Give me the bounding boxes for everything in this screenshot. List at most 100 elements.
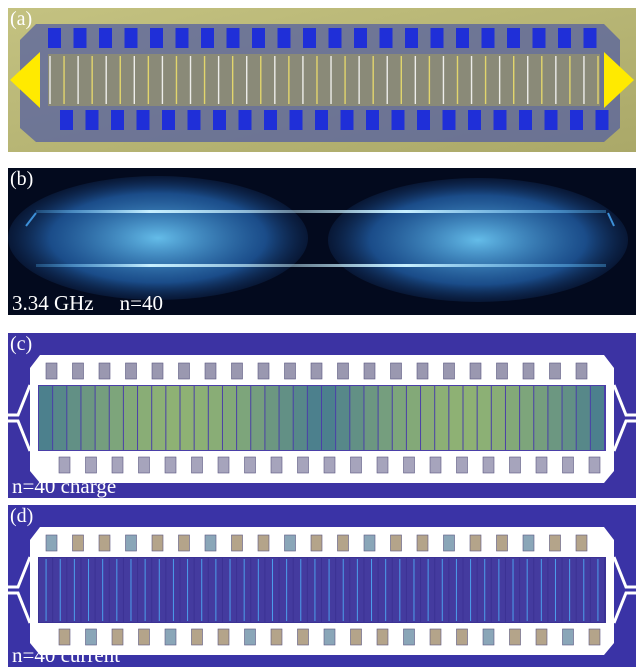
bottom-pad [289, 110, 303, 130]
bottom-pad [509, 628, 521, 646]
top-pad [390, 534, 402, 552]
bottom-pad [244, 628, 256, 646]
bottom-pad [297, 456, 309, 474]
bottom-pad [58, 456, 71, 474]
top-pad [522, 534, 535, 552]
top-pad [178, 534, 190, 552]
top-pad [496, 362, 508, 380]
current-caption: n=40 current [12, 643, 121, 667]
bottom-pad [217, 628, 230, 646]
bottom-pad [213, 110, 226, 130]
bottom-pad [535, 628, 548, 646]
top-pad [469, 534, 482, 552]
bottom-pad [85, 628, 97, 646]
finger-cell [39, 386, 53, 450]
finger-cell [576, 386, 590, 450]
top-pad [98, 534, 111, 552]
bottom-pad [456, 456, 468, 474]
top-pad [284, 534, 296, 552]
finger-cell [81, 558, 95, 622]
finger-cell [534, 386, 548, 450]
finger-cell [293, 386, 307, 450]
top-pad [98, 362, 111, 380]
finger-cell [307, 386, 321, 450]
bottom-pad [270, 628, 283, 646]
bottom-pad [191, 456, 203, 474]
top-pad [390, 362, 402, 380]
bottom-pad [217, 456, 230, 474]
top-pad [575, 534, 588, 552]
bottom-pad [323, 456, 336, 474]
top-pad [45, 534, 58, 552]
top-pad [99, 28, 112, 48]
finger-cell [152, 386, 166, 450]
top-pad [277, 28, 291, 48]
bottom-pad [509, 456, 521, 474]
left-taper-marker [10, 52, 40, 108]
finger-cell [406, 386, 421, 450]
top-pad [175, 28, 189, 48]
bottom-pad [85, 110, 99, 130]
top-pad [469, 362, 482, 380]
finger-cell [477, 558, 491, 622]
finger-cell [109, 386, 123, 450]
top-pad [496, 534, 508, 552]
top-pad [522, 362, 535, 380]
bottom-pad [403, 456, 415, 474]
finger-cell [322, 386, 336, 450]
top-pad [337, 534, 349, 552]
top-pad [443, 534, 455, 552]
finger-cell [562, 386, 576, 450]
finger-cell [123, 386, 138, 450]
bottom-pad [238, 110, 252, 130]
top-pad [204, 362, 217, 380]
top-pad [257, 362, 270, 380]
bottom-pad [562, 628, 574, 646]
bottom-pad [58, 628, 71, 646]
bottom-pad [468, 110, 481, 130]
top-pad [310, 534, 323, 552]
top-pad [150, 28, 163, 48]
top-pad [583, 28, 597, 48]
finger-cell [491, 386, 505, 450]
finger-cell [590, 386, 604, 450]
finger-cell [449, 386, 463, 450]
finger-cell [265, 386, 279, 450]
bottom-pad [85, 456, 97, 474]
bottom-pad [138, 456, 150, 474]
top-pad [284, 362, 296, 380]
top-pad [204, 534, 217, 552]
bottom-pad [562, 456, 574, 474]
top-pad [303, 28, 316, 48]
top-pad [532, 28, 546, 48]
finger-cell [392, 386, 406, 450]
bottom-pad [340, 110, 354, 130]
finger-cell [435, 386, 449, 450]
finger-cell [138, 386, 152, 450]
bottom-pad [264, 110, 277, 130]
finger-cell [378, 386, 392, 450]
panel-label-c: (c) [10, 333, 33, 355]
top-pad [575, 362, 588, 380]
top-pad [549, 362, 561, 380]
top-pad [416, 534, 429, 552]
right-taper-marker [604, 52, 634, 108]
bottom-pad [391, 110, 405, 130]
bottom-pad [111, 110, 124, 130]
panel-d-current-simulation: (d) n=40 current [8, 505, 636, 667]
finger-cell [505, 386, 520, 450]
finger-cell [548, 386, 562, 450]
top-pad [257, 534, 270, 552]
panel-c-charge-simulation: (c) n=40 charge [8, 333, 636, 498]
top-pad [354, 28, 367, 48]
top-pad [507, 28, 520, 48]
finger-cell [336, 386, 350, 450]
finger-cell [237, 386, 251, 450]
bottom-pad [376, 628, 389, 646]
bottom-pad [60, 110, 73, 130]
charge-simulation-image [8, 333, 636, 498]
finger-cell [222, 386, 237, 450]
bottom-pad [493, 110, 507, 130]
top-pad [443, 362, 455, 380]
